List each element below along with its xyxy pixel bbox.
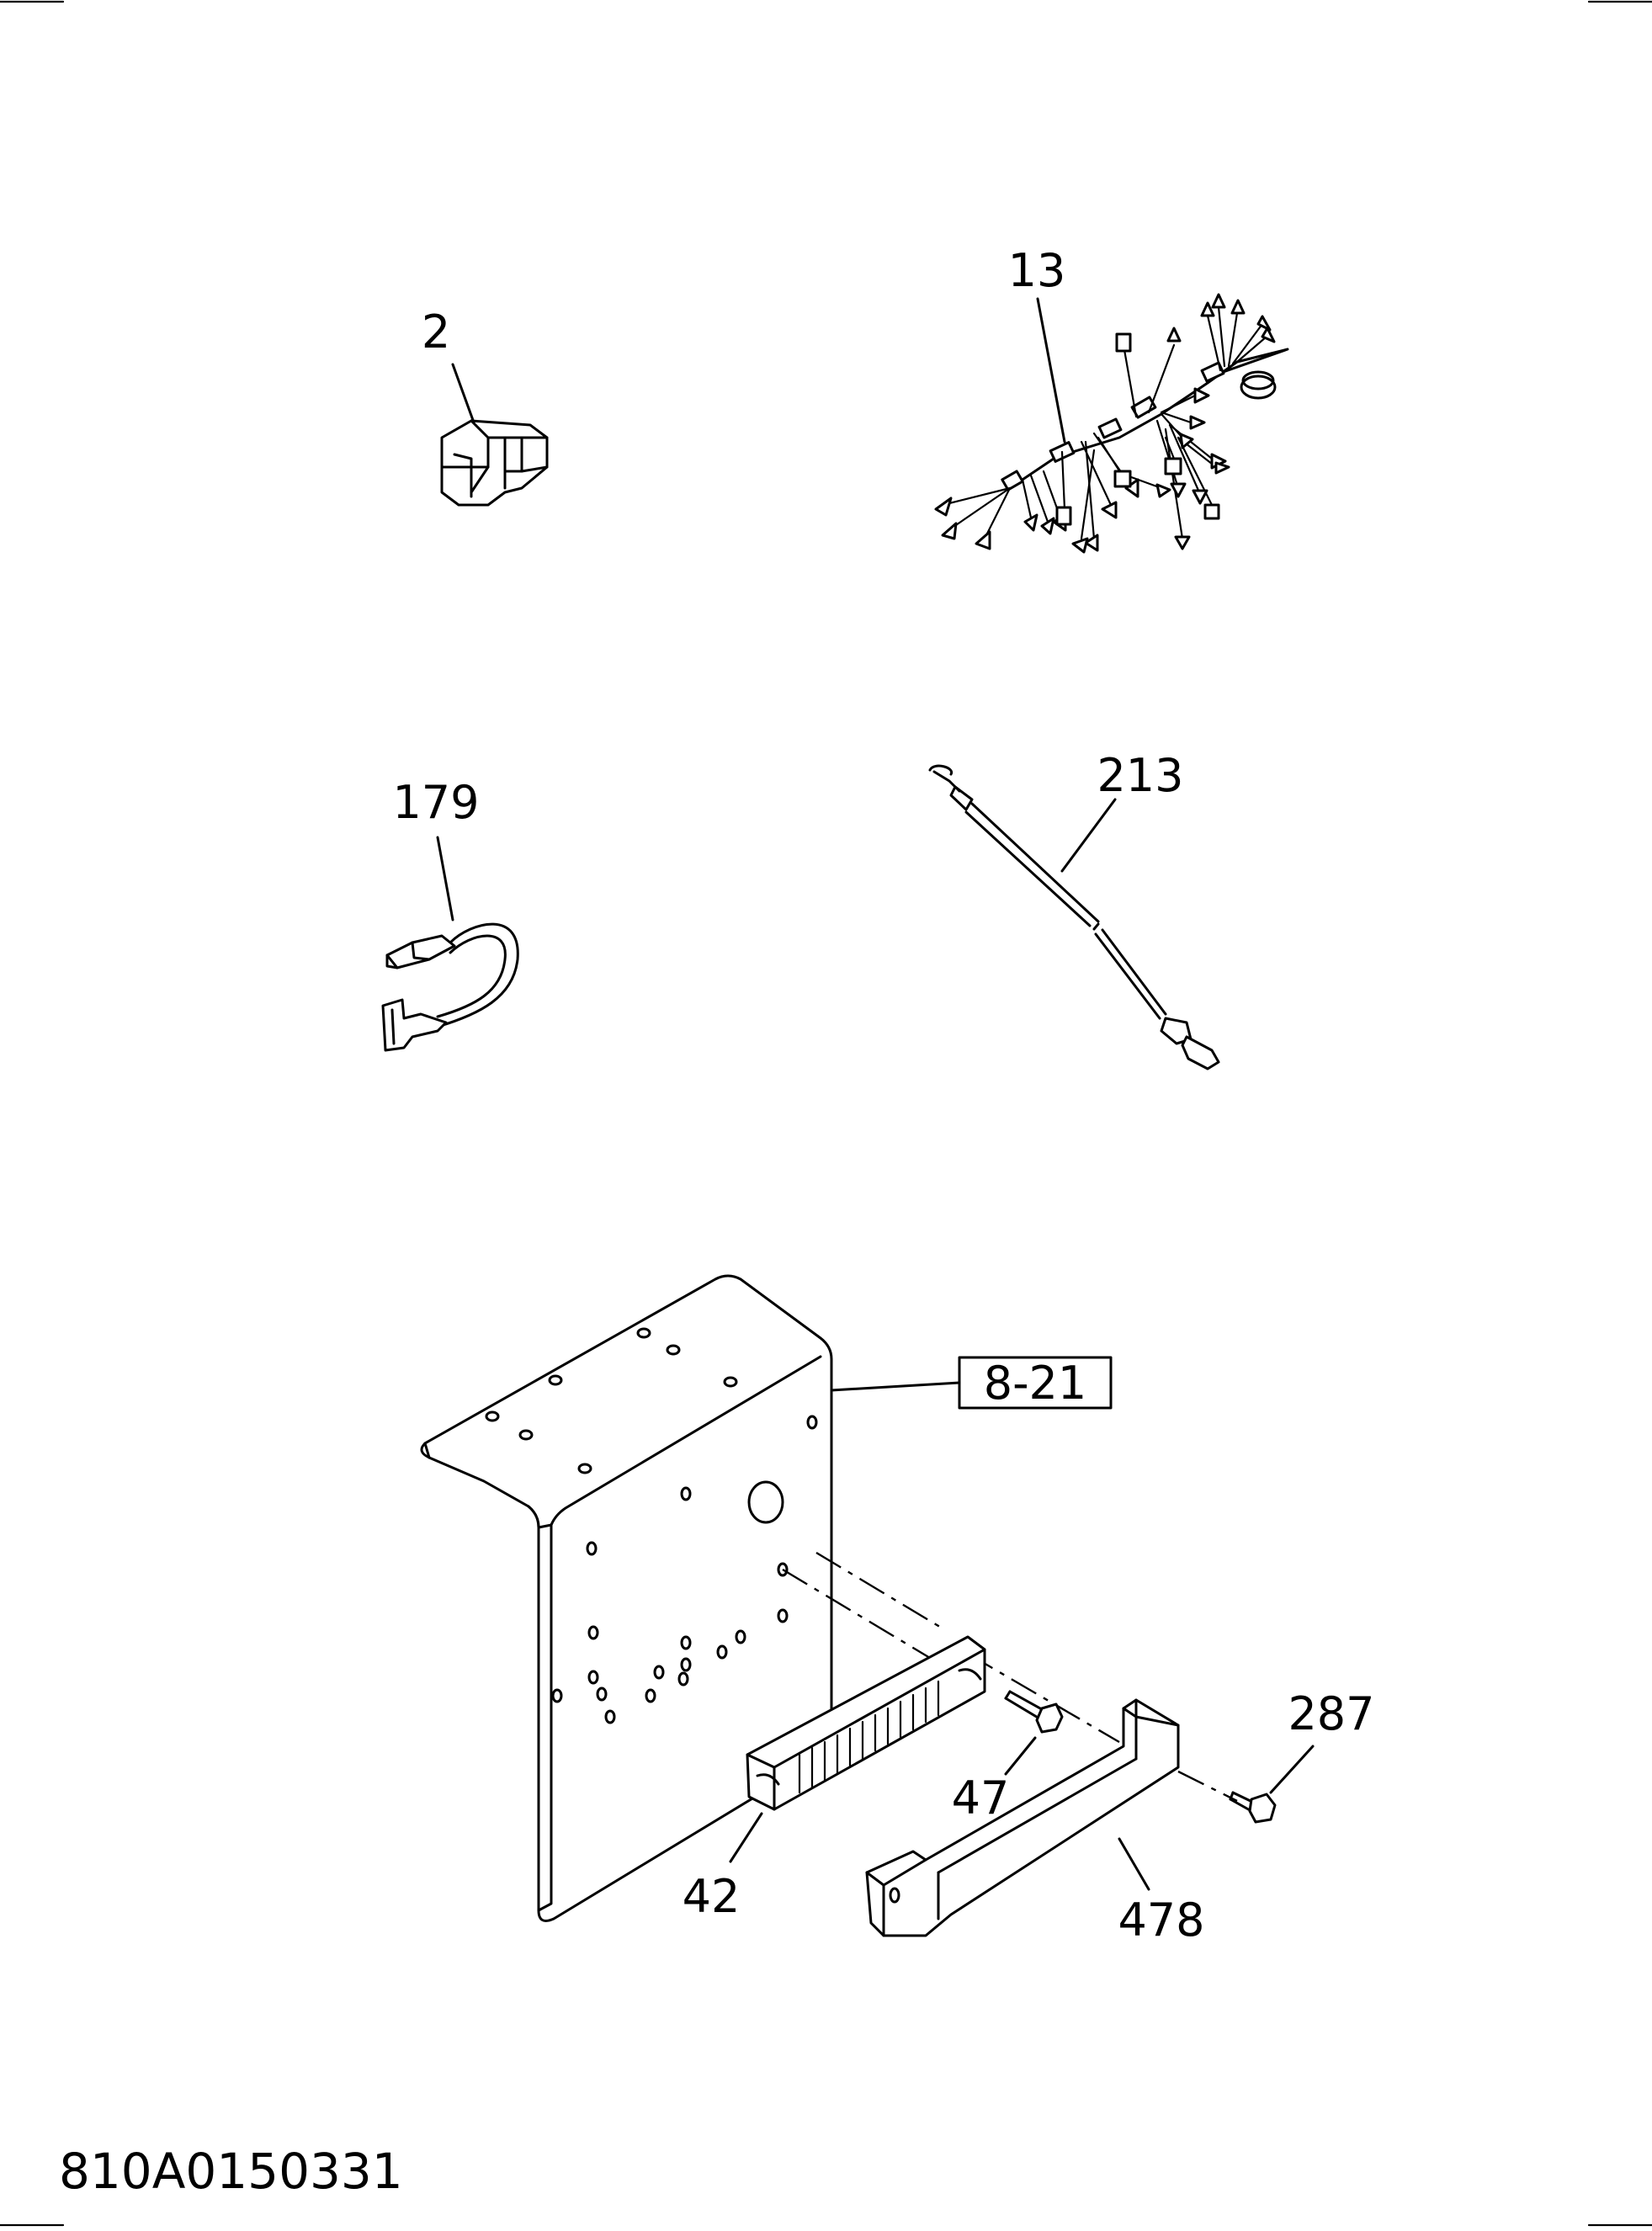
- leader-line-2: [451, 363, 475, 424]
- connector-part-2[interactable]: [440, 419, 549, 507]
- leader-line-42: [729, 1812, 763, 1863]
- callout-287: 287: [1288, 1687, 1374, 1740]
- leader-line-287: [1269, 1745, 1315, 1794]
- strap-bracket-part-478[interactable]: [865, 1698, 1180, 1937]
- callout-47: 47: [952, 1772, 1010, 1825]
- wiring-harness-part-13[interactable]: [934, 293, 1289, 554]
- callout-478: 478: [1118, 1894, 1204, 1947]
- leader-line-8-21: [830, 1381, 961, 1392]
- callout-213: 213: [1097, 749, 1183, 802]
- callout-8-21: 8-21: [984, 1357, 1087, 1410]
- leader-line-179: [436, 836, 454, 922]
- leader-line-13: [1036, 297, 1066, 444]
- callout-13: 13: [1008, 244, 1066, 297]
- comb-clamp-part-42[interactable]: [746, 1635, 986, 1811]
- jumper-harness-part-179[interactable]: [381, 922, 519, 1052]
- leader-line-213: [1060, 798, 1117, 873]
- bolt-part-47[interactable]: [1004, 1690, 1064, 1734]
- bracket-plate-8-21[interactable]: [420, 1274, 1238, 1922]
- bolt-part-287[interactable]: [1229, 1791, 1277, 1824]
- callout-box-8-21: [958, 1356, 1113, 1410]
- callout-179: 179: [392, 776, 479, 829]
- callout-42: 42: [683, 1870, 741, 1923]
- leader-line-478: [1118, 1837, 1150, 1891]
- drawing-number: 810A0150331: [59, 2143, 403, 2200]
- leader-line-47: [1004, 1736, 1037, 1776]
- ground-cable-part-213[interactable]: [928, 764, 1220, 1070]
- callout-2: 2: [422, 305, 450, 359]
